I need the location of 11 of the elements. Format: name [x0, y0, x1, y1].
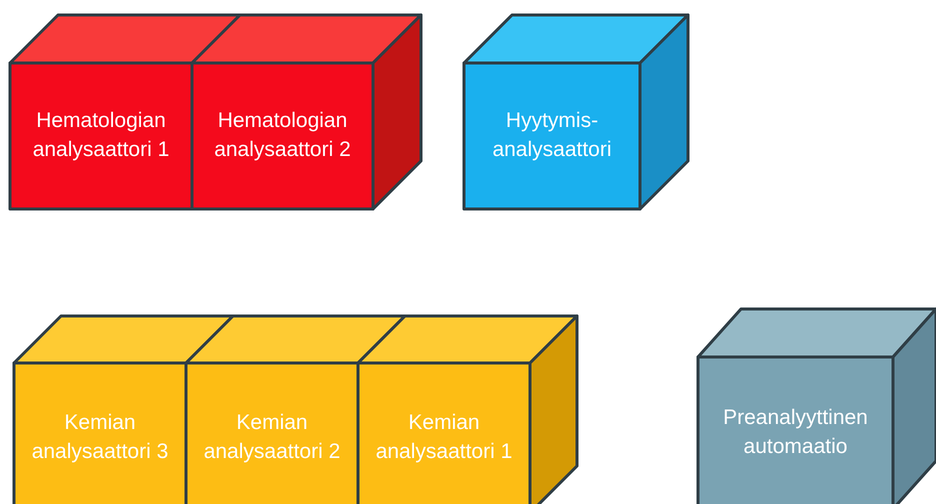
cube-label: Kemian analysaattori 2 [202, 410, 342, 465]
cube [464, 15, 688, 209]
cube-label: Kemian analysaattori 3 [30, 410, 170, 465]
cube [698, 309, 936, 504]
cube [358, 316, 577, 504]
cube-label: Hematologian analysaattori 2 [213, 108, 352, 163]
cube-label: Hematologian analysaattori 1 [32, 108, 170, 163]
cube-label: Preanalyyttinen automaatio [722, 405, 869, 460]
cube [192, 15, 421, 209]
cube-label: Hyytymis- analysaattori [491, 108, 613, 163]
cube-label: Kemian analysaattori 1 [374, 410, 514, 465]
